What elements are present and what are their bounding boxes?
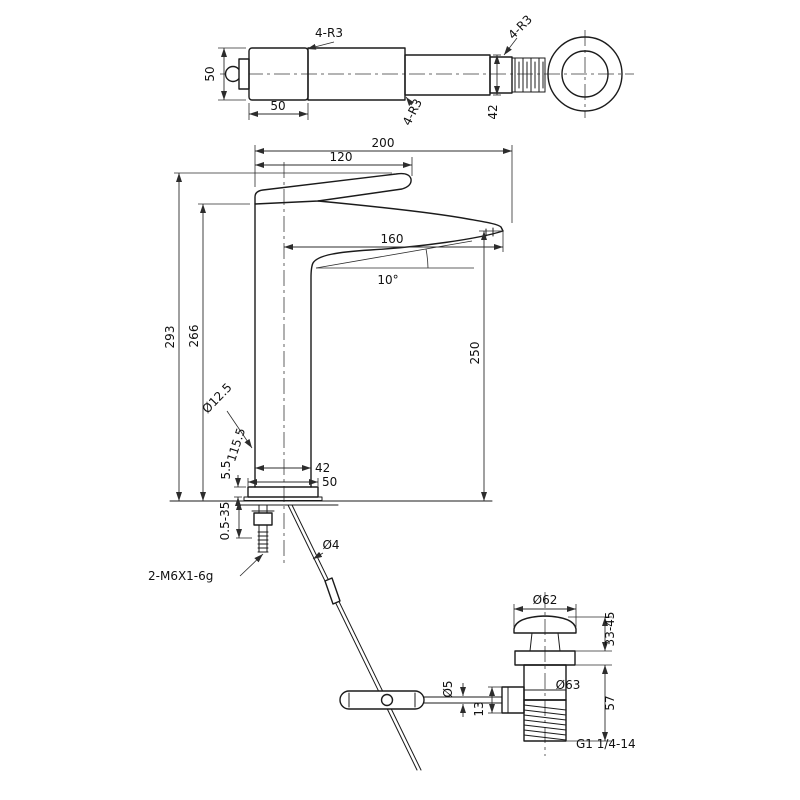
stud-thread-note-label: 2-M6X1-6g [148,569,213,583]
dim-160-label: 160 [381,232,404,246]
dim-travel-range-label: 33-45 [603,612,617,647]
pivot-block [501,686,525,714]
dim-293-label: 293 [163,326,177,349]
popup-cap [513,615,577,634]
top-view-dimensions: 50 50 42 4-R3 4-R3 4-R3 [203,12,535,127]
dim-rod-diameter-label: Ø4 [322,538,339,552]
dim-250-label: 250 [468,342,482,365]
dim-120-label: 120 [330,150,353,164]
dim-spout-height-label: 42 [486,104,500,119]
drain-view: Ø62 Ø63 33-45 57 13 Ø5 G1 1/4-14 [441,592,636,756]
dim-mount-range-label: 0.5-35 [218,502,232,541]
dim-57-label: 57 [603,695,617,710]
front-view: 200 120 160 10° 293 266 250 42 [148,136,525,771]
handle-outline [254,172,412,205]
mounting-stud [251,504,275,553]
dim-50-base-label: 50 [322,475,337,489]
rod-coupling [324,577,341,605]
radius-note-bottom-label: 4-R3 [400,97,425,128]
dim-hole-diameter-label: Ø12.5 [200,380,235,416]
dim-rod-diameter-5-label: Ø5 [441,680,455,697]
dim-5-5-label: 5.5 [219,460,233,479]
dim-cap-diameter-label: Ø62 [533,593,558,607]
radius-note-top-label: 4-R3 [315,26,343,40]
front-view-dimensions: 200 120 160 10° 293 266 250 42 [148,136,513,583]
spout-ring-inner [561,50,609,98]
top-view-outline [224,36,623,112]
clevis-pin [380,693,394,707]
dim-top-height-label: 50 [203,66,217,81]
dim-13-label: 13 [472,701,486,716]
dim-rod-length-label: 115.5 [224,426,248,463]
angle-10-label: 10° [377,273,398,287]
drain-outline [513,615,577,742]
top-view: 50 50 42 4-R3 4-R3 4-R3 [203,12,634,128]
dim-200-label: 200 [372,136,395,150]
dim-42-base-label: 42 [315,461,330,475]
tailpiece-threads [523,704,567,741]
drain-dimensions: Ø62 Ø63 33-45 57 13 Ø5 G1 1/4-14 [441,593,636,751]
dim-266-label: 266 [187,325,201,348]
dim-flange-diameter-label: Ø63 [556,678,581,692]
dim-handle-width-label: 50 [270,99,285,113]
spout-outline [310,200,504,488]
lift-rod-assembly [287,504,525,771]
base-flange [247,486,319,498]
radius-note-right-label: 4-R3 [505,12,535,42]
faucet-outline [169,172,504,506]
spout-ring-outer [547,36,623,112]
connector-threads [511,57,546,93]
tail-thread-note-label: G1 1/4-14 [576,737,636,751]
